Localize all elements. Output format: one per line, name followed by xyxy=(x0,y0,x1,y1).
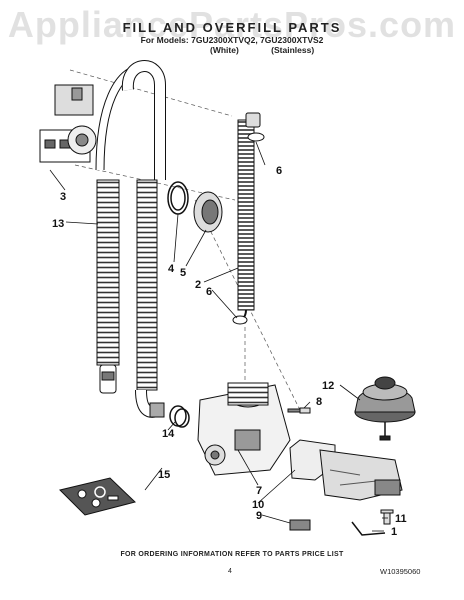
callout-14: 14 xyxy=(162,428,175,440)
variant-white: (White) xyxy=(210,45,239,55)
callout-6-upper: 6 xyxy=(276,165,282,177)
hose-clamp-part-14 xyxy=(169,405,190,428)
page-title: FILL AND OVERFILL PARTS xyxy=(122,20,342,35)
float-dome-part-12 xyxy=(354,376,416,441)
variant-labels: (White) (Stainless) xyxy=(210,45,344,55)
callout-15: 15 xyxy=(158,469,170,481)
valve-body-part-7 xyxy=(197,382,291,476)
page-number: 4 xyxy=(228,568,232,575)
clip-part-9 xyxy=(289,519,311,531)
screw-part-8 xyxy=(287,407,311,414)
callout-3: 3 xyxy=(60,191,66,203)
fitting-part-5 xyxy=(193,191,223,233)
inlet-bracket-part-3 xyxy=(39,84,97,163)
callout-11: 11 xyxy=(395,513,407,525)
callout-4: 4 xyxy=(168,263,175,275)
leader-lines xyxy=(49,141,388,532)
callout-12: 12 xyxy=(322,380,334,392)
vent-tube-part-2 xyxy=(121,60,166,418)
screw-part-11 xyxy=(380,509,394,525)
callout-10: 10 xyxy=(252,499,264,511)
callout-2: 2 xyxy=(195,279,201,291)
callout-7: 7 xyxy=(256,485,262,497)
ordering-footer: FOR ORDERING INFORMATION REFER TO PARTS … xyxy=(120,551,344,558)
watermark: AppliancePartsPros.com xyxy=(7,4,457,45)
callout-6-lower: 6 xyxy=(206,286,212,298)
callout-1: 1 xyxy=(391,526,397,538)
rod-part-1 xyxy=(351,521,386,536)
gasket-part-4 xyxy=(167,181,189,215)
bracket-part-10 xyxy=(289,439,403,501)
variant-stainless: (Stainless) xyxy=(271,45,315,55)
fill-hose-part-13 xyxy=(95,65,137,394)
callout-numbers: 3 13 4 5 2 6 6 14 15 7 8 10 9 12 11 1 xyxy=(52,165,407,538)
callout-5: 5 xyxy=(180,267,186,279)
hardware-bag-part-15 xyxy=(59,477,136,516)
models-line: For Models: 7GU2300XTVQ2, 7GU2300XTVS2 xyxy=(140,35,324,45)
document-number: W10395060 xyxy=(380,567,421,576)
callout-8: 8 xyxy=(316,396,322,408)
callout-13: 13 xyxy=(52,218,64,230)
callout-9: 9 xyxy=(256,510,262,522)
